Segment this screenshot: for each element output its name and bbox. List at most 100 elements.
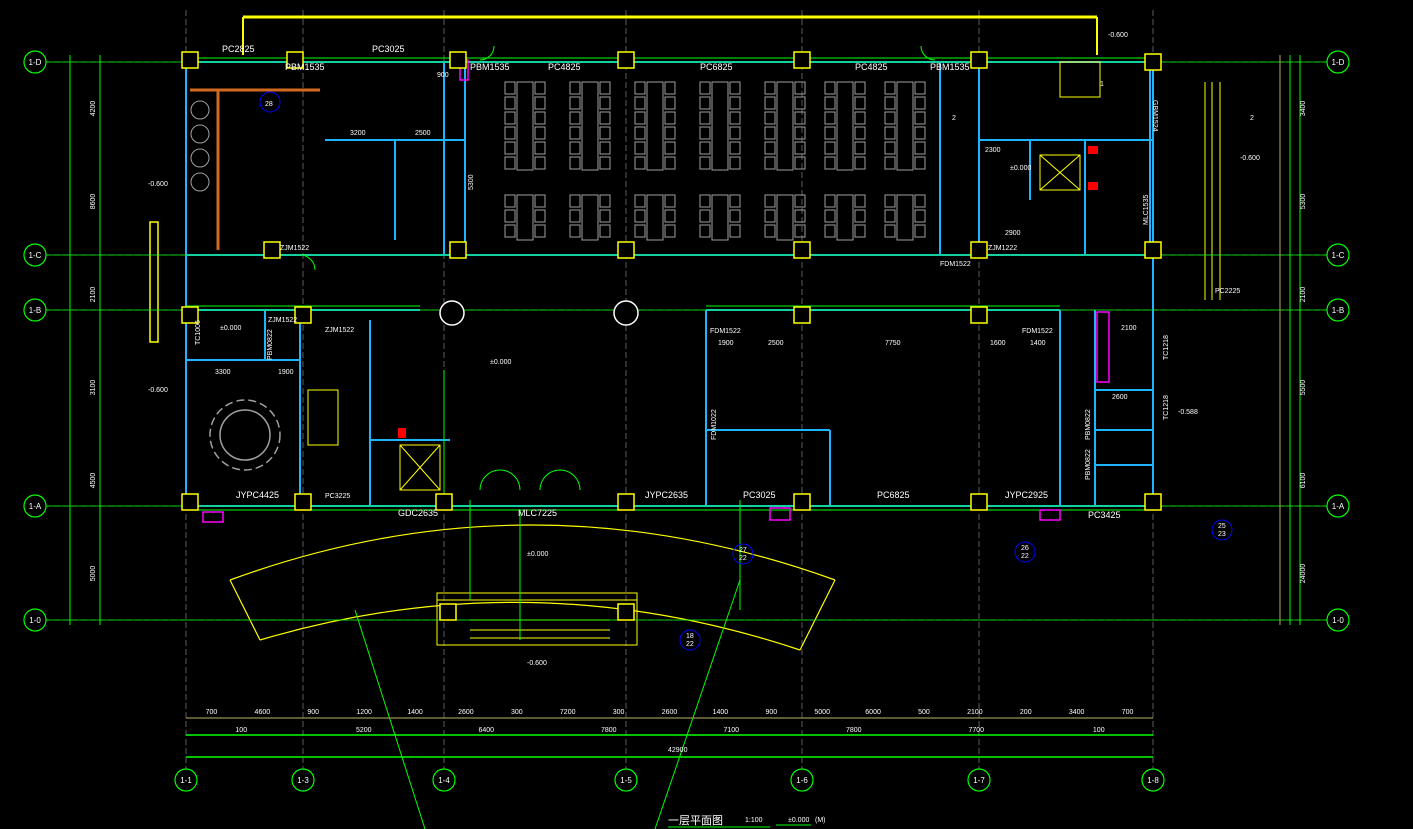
axis-bubble-vertical: 1-3 [291,768,315,792]
chair [569,156,581,170]
chair [504,96,516,110]
label-elevation: ±0.000 [490,359,511,366]
dimension-value: 100 [1093,727,1105,734]
chair [664,141,676,155]
column [1144,241,1162,259]
axis-bubble-circle [790,768,814,792]
column [286,51,304,69]
chair [534,81,546,95]
stove [190,124,210,144]
stove [190,148,210,168]
chair [729,126,741,140]
chair [569,111,581,125]
column [181,306,199,324]
chair [854,209,866,223]
chair [729,194,741,208]
chair [854,126,866,140]
column [617,51,635,69]
dim: 1400 [1030,340,1046,347]
dimension-value: 900 [765,709,777,716]
chair [794,81,806,95]
desk [711,194,729,241]
desk [836,194,854,241]
chair [794,126,806,140]
chair [534,141,546,155]
dimension-value: 4500 [90,473,97,489]
desk [776,194,794,241]
axis-bubble-right: 1-C [1326,243,1350,267]
chair [764,141,776,155]
chair [794,141,806,155]
label-door: ZJM1522 [325,327,354,334]
label-number: 22 [1021,553,1029,560]
chair [634,111,646,125]
label-door: MLC1535 [1143,195,1150,225]
dimension-value: 700 [206,709,218,716]
column [970,493,988,511]
column [793,241,811,259]
label-window: PC4825 [855,62,888,72]
chair [599,126,611,140]
drawing-scale: 1:100 [745,817,763,824]
axis-bubble-circle [1326,243,1350,267]
dim: 2500 [415,130,431,137]
column [617,241,635,259]
label-number: 25 [1218,523,1226,530]
dim: 7750 [885,340,901,347]
label-window: PC3025 [743,490,776,500]
chair [599,111,611,125]
dim: 3300 [215,369,231,376]
chair [884,81,896,95]
desk [646,81,664,171]
label-door: PBM0822 [267,329,274,360]
callout-numbers: 2 2 1 28 27 22 26 22 18 22 25 23 [259,81,1254,651]
annotation-lines [35,45,1338,829]
column [970,306,988,324]
label-window: PC4825 [548,62,581,72]
label-number: 18 [686,633,694,640]
dimension-value: 200 [1020,709,1032,716]
chair [699,156,711,170]
chair [884,111,896,125]
dimension-value: 7200 [560,709,576,716]
chair [569,126,581,140]
dim: 2300 [985,147,1001,154]
axis-label: 1-3 [297,776,309,785]
axis-bubble-right: 1-0 [1326,608,1350,632]
chair [824,209,836,223]
axis-label: 1-0 [29,616,41,625]
chair [729,224,741,238]
chair [914,224,926,238]
chair [854,141,866,155]
chair [699,96,711,110]
chair [824,156,836,170]
chair [504,156,516,170]
chair [729,111,741,125]
dim: 2900 [1005,230,1021,237]
chair [664,126,676,140]
column [970,51,988,69]
label-window: GDC2635 [398,508,438,518]
dimension-value: 5000 [814,709,830,716]
chair [824,81,836,95]
chair [599,81,611,95]
label-door: PBM0822 [1085,409,1092,440]
chair [884,96,896,110]
chair [634,194,646,208]
chair [699,81,711,95]
chair [699,111,711,125]
label-elevation: -0.600 [527,660,547,667]
chair [884,209,896,223]
label-elevation: ±0.000 [527,551,548,558]
chair [569,194,581,208]
column [970,241,988,259]
label-elevation: -0.588 [1178,409,1198,416]
dim: 2100 [1121,325,1137,332]
axis-bubble-left: 1-B [23,298,47,322]
desk [711,81,729,171]
axis-bubble-vertical: 1-4 [432,768,456,792]
dimension-line-olive [186,55,1281,719]
chair [764,209,776,223]
